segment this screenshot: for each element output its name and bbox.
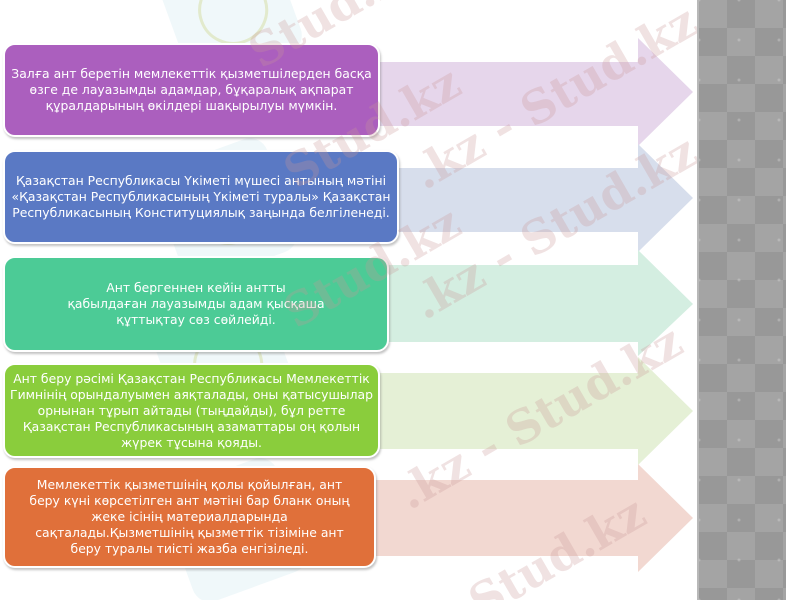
arrow-right-icon xyxy=(380,357,693,465)
side-pattern-strip xyxy=(697,0,786,600)
step-text-3: Ант бергеннен кейін антты қабылдаған лау… xyxy=(67,280,325,327)
arrow-step-4 xyxy=(380,357,697,469)
arrow-step-5 xyxy=(376,464,697,576)
arrow-step-3 xyxy=(388,250,697,362)
step-text-5: Мемлекеттік қызметшінің қолы қойылған, а… xyxy=(29,477,350,556)
slide-canvas: Залға ант беретін мемлекеттік қызметшіле… xyxy=(0,0,697,600)
arrow-right-icon xyxy=(388,250,693,356)
arrow-right-icon xyxy=(398,144,693,252)
step-box-5: Мемлекеттік қызметшінің қолы қойылған, а… xyxy=(3,466,376,568)
step-box-1: Залға ант беретін мемлекеттік қызметшіле… xyxy=(3,43,380,137)
step-box-4: Ант беру рәсімі Қазақстан Республикасы М… xyxy=(3,363,380,458)
arrow-right-icon xyxy=(376,464,693,572)
step-text-2: Қазақстан Республикасы Үкіметі мүшесі ан… xyxy=(11,173,391,220)
arrow-step-2 xyxy=(398,144,697,256)
step-text-4: Ант беру рәсімі Қазақстан Республикасы М… xyxy=(10,370,373,450)
arrow-step-1 xyxy=(378,38,697,150)
step-text-1: Залға ант беретін мемлекеттік қызметшіле… xyxy=(11,66,372,113)
step-box-3: Ант бергеннен кейін антты қабылдаған лау… xyxy=(3,256,389,352)
arrow-right-icon xyxy=(378,38,693,146)
step-box-2: Қазақстан Республикасы Үкіметі мүшесі ан… xyxy=(3,150,399,244)
